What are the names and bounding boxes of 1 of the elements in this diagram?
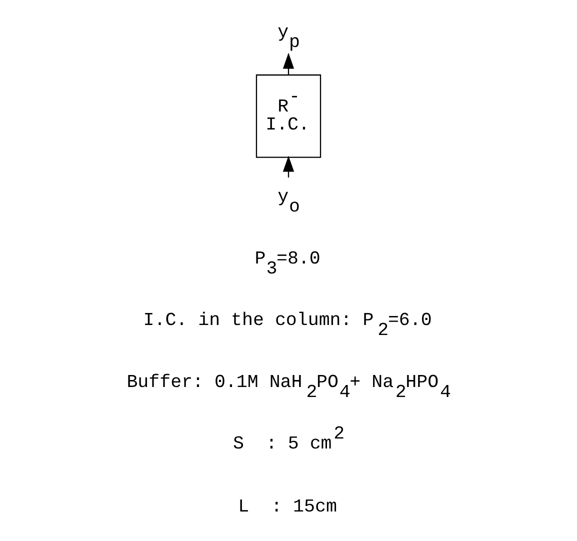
label: L : 15cm [238,498,337,518]
